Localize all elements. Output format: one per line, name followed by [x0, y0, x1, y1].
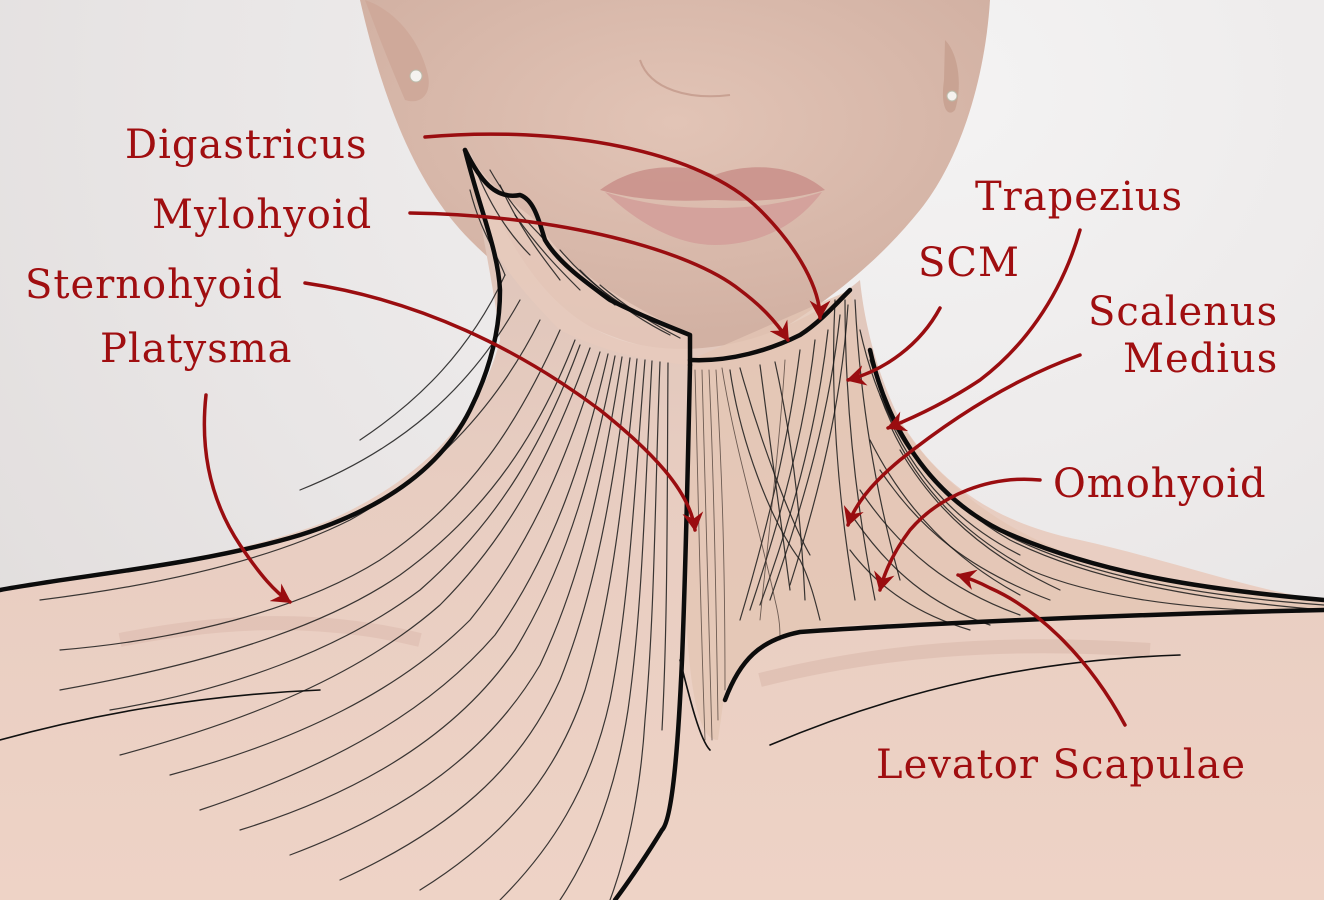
- label-digastricus: Digastricus: [125, 122, 368, 168]
- left-earring: [409, 69, 423, 83]
- muscle-labels: Digastricus Mylohyoid Sternohyoid Platys…: [25, 122, 1278, 788]
- clavicle-skin-line: [769, 654, 1181, 746]
- platysma-arrow: [202, 393, 292, 604]
- skin-lines: [0, 654, 1181, 751]
- neck-shoulder-skin: [0, 150, 1324, 900]
- levator-scapulae-arrow: [956, 569, 1127, 727]
- label-platysma: Platysma: [100, 326, 293, 372]
- label-trapezius: Trapezius: [975, 174, 1183, 220]
- left-skin-line: [0, 689, 321, 741]
- platysma-fibers: [39, 169, 681, 900]
- label-sternohyoid: Sternohyoid: [25, 262, 283, 308]
- platysma-outline-left: [0, 147, 503, 593]
- omohyoid-arrow: [874, 477, 1042, 592]
- label-scalenus: Scalenus: [1088, 289, 1278, 335]
- nose-shadow: [639, 59, 731, 98]
- label-scm: SCM: [918, 240, 1020, 286]
- clavicle-outline: [722, 607, 1324, 703]
- scalenus-medius-arrow: [843, 353, 1082, 527]
- scm-arrow: [846, 306, 942, 386]
- upper-lip: [600, 167, 825, 201]
- trapezius-outline: [867, 347, 1324, 603]
- body-outlines: [0, 147, 1324, 900]
- sternohyoid-arrow: [303, 281, 704, 532]
- lower-lip: [605, 192, 822, 245]
- platysma-outline-upper: [462, 147, 693, 368]
- label-mylohyoid: Mylohyoid: [152, 192, 372, 238]
- trapezius-arrow: [886, 228, 1082, 432]
- platysma-outline-medial: [612, 362, 693, 900]
- mylohyoid-arrow: [408, 211, 790, 342]
- sternal-notch-line: [679, 659, 711, 751]
- jawline-outline: [687, 287, 853, 363]
- label-omohyoid: Omohyoid: [1053, 461, 1267, 507]
- central-fibers: [694, 299, 901, 741]
- left-collarbone-shading: [118, 616, 422, 647]
- collarbone-shading: [758, 639, 1151, 687]
- label-levator-scapulae: Levator Scapulae: [876, 742, 1246, 788]
- label-medius: Medius: [1123, 336, 1278, 382]
- digastricus-arrow: [423, 132, 831, 320]
- callout-arrows: [202, 132, 1127, 727]
- right-earring: [946, 90, 958, 102]
